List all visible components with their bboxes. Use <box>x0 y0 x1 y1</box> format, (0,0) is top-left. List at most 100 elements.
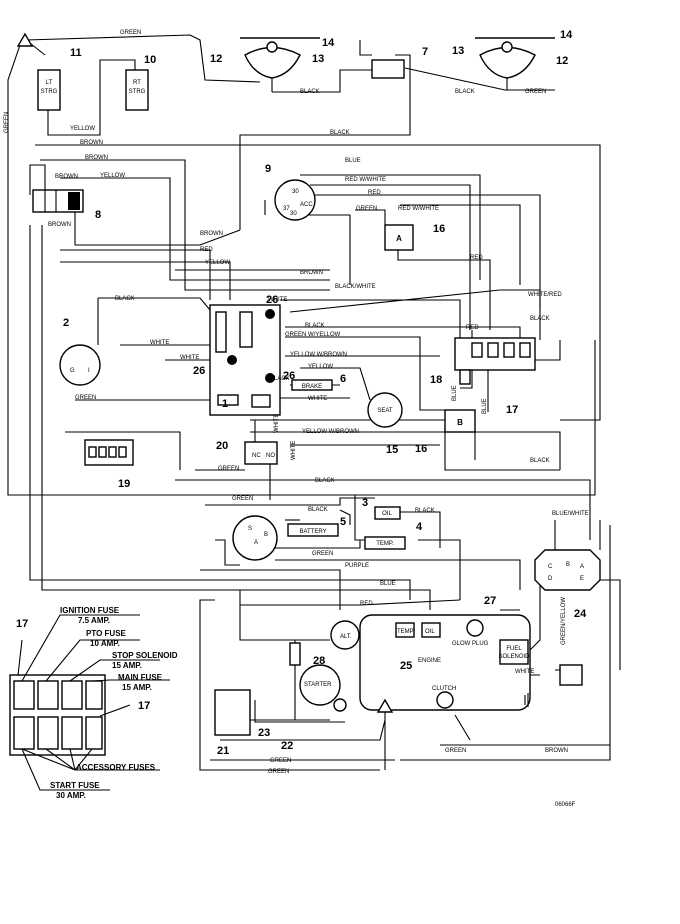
wire-label: GREEN/YELLOW <box>561 597 567 645</box>
part-number: 06066F <box>555 802 576 808</box>
wire-label: YELLOW W/BROWN <box>290 352 347 358</box>
wire-label: WHITE <box>274 414 280 433</box>
switch2-i: I <box>88 368 90 374</box>
relay-16-top: A <box>384 224 414 251</box>
ign-acc: ACC <box>300 202 313 208</box>
r24-e: E <box>580 576 584 582</box>
wire-label: WHITE <box>180 355 199 361</box>
callout: 25 <box>400 660 412 672</box>
alternator: ALT. <box>330 620 360 650</box>
callout: 27 <box>484 595 496 607</box>
callout: 11 <box>70 47 82 59</box>
relay-block-17 <box>454 337 536 385</box>
callout: 13 <box>312 53 324 65</box>
connector-8 <box>32 189 84 213</box>
callout: 18 <box>430 374 442 386</box>
oil-sender-3: OIL <box>374 506 401 520</box>
components: LT STRG RT STRG <box>16 32 601 770</box>
callout: 2 <box>63 317 69 329</box>
engine: ENGINE TEMP OIL GLOW PLUG FUEL SOLENOID … <box>359 614 531 711</box>
component-right-side <box>559 664 583 686</box>
ground-top-left-icon <box>16 32 34 47</box>
component-7-box <box>371 59 405 79</box>
wire-label: BLUE/WHITE <box>552 511 589 517</box>
callout: 26 <box>193 365 205 377</box>
wire-labels: GREEN GREEN YELLOW BLACK BLACK BLACK GRE… <box>4 30 589 775</box>
callout: 24 <box>574 608 587 620</box>
callout: 16 <box>433 223 445 235</box>
center-connector-block <box>209 304 281 416</box>
temp-label: TEMP. <box>376 541 394 547</box>
lt-strg-label-1: LT <box>46 80 53 86</box>
battery-label: BATTERY <box>299 529 326 535</box>
stop-solenoid-amp: 15 AMP. <box>112 661 142 670</box>
wire-label: GREEN <box>75 395 96 401</box>
wire-label: YELLOW <box>100 173 125 179</box>
wire-label: YELLOW W/BROWN <box>302 429 359 435</box>
wire-label: BLUE <box>345 158 361 164</box>
lt-strg-switch: LT STRG <box>37 69 61 111</box>
r24-d: D <box>548 576 553 582</box>
wire-label: BLACK <box>315 478 335 484</box>
callout: 12 <box>556 55 568 67</box>
rt-strg-switch: RT STRG <box>125 69 149 111</box>
engine-label: ENGINE <box>418 658 441 664</box>
callout: 10 <box>144 54 156 66</box>
wire-label: GREEN <box>270 758 291 764</box>
wire-label: BLACK <box>530 458 550 464</box>
wire-label: GREEN <box>312 551 333 557</box>
callout: 6 <box>340 373 346 385</box>
ground-bottom-icon <box>376 698 394 770</box>
rt-strg-label-1: RT <box>133 80 141 86</box>
no-label: NO <box>266 453 275 459</box>
wire-label: RED <box>200 247 213 253</box>
seat-label: SEAT <box>377 408 393 414</box>
switch-1: S A B <box>232 515 278 561</box>
callout-numbers: 1 2 3 4 5 6 7 8 9 10 11 12 12 13 13 14 1… <box>16 29 587 757</box>
callout: 9 <box>265 163 271 175</box>
main-fuse-amp: 15 AMP. <box>122 683 152 692</box>
alt-label: ALT. <box>340 634 352 640</box>
wire-label: BROWN <box>85 155 108 161</box>
ign-30b: 30 <box>290 211 297 217</box>
brake-switch-6: BRAKE <box>291 379 333 391</box>
callout: 26 <box>283 370 295 382</box>
nc-label: NC <box>252 453 261 459</box>
glow-plug-label: GLOW PLUG <box>452 641 489 647</box>
callout: 17 <box>138 700 150 712</box>
wire-label: BLACK <box>115 296 135 302</box>
callout: 28 <box>313 655 325 667</box>
wire-label: GREEN <box>356 206 377 212</box>
relay-b-label: B <box>457 418 463 427</box>
ignition-fuse-label: IGNITION FUSE <box>60 606 120 615</box>
switch2-g: G <box>70 368 75 374</box>
fuse-row-top <box>13 680 103 710</box>
main-fuse-label: MAIN FUSE <box>118 673 163 682</box>
wire-label: WHITE <box>268 297 287 303</box>
ignition-switch-9: 30 ACC 37 30 <box>274 179 316 221</box>
wire-label: GREEN <box>445 748 466 754</box>
starter: STARTER <box>299 664 347 712</box>
wire-label: WHITE <box>515 669 534 675</box>
wire-label: WHITE <box>150 340 169 346</box>
callout: 21 <box>217 745 229 757</box>
switch1-s: S <box>248 526 252 532</box>
accessory-fuses-label: ACCESSORY FUSES <box>76 763 156 772</box>
wire-label: BLUE <box>482 398 488 414</box>
callout: 14 <box>560 29 573 41</box>
ground-right-icon <box>524 693 529 707</box>
wire-label: RED <box>470 255 483 261</box>
wire-label: BLACK <box>300 89 320 95</box>
wire-label: BLACK <box>270 376 290 382</box>
wire-label: GREEN <box>120 30 141 36</box>
callout: 3 <box>362 497 368 509</box>
pto-fuse-amp: 10 AMP. <box>90 639 120 648</box>
callout: 22 <box>281 740 293 752</box>
temp-sender-4: TEMP. <box>364 536 406 550</box>
switch-20: NC NO <box>244 441 278 465</box>
rt-strg-label-2: STRG <box>129 89 146 95</box>
wire-label: GREEN <box>232 496 253 502</box>
wire-label: GREEN <box>525 89 546 95</box>
headlight-left <box>240 37 320 92</box>
